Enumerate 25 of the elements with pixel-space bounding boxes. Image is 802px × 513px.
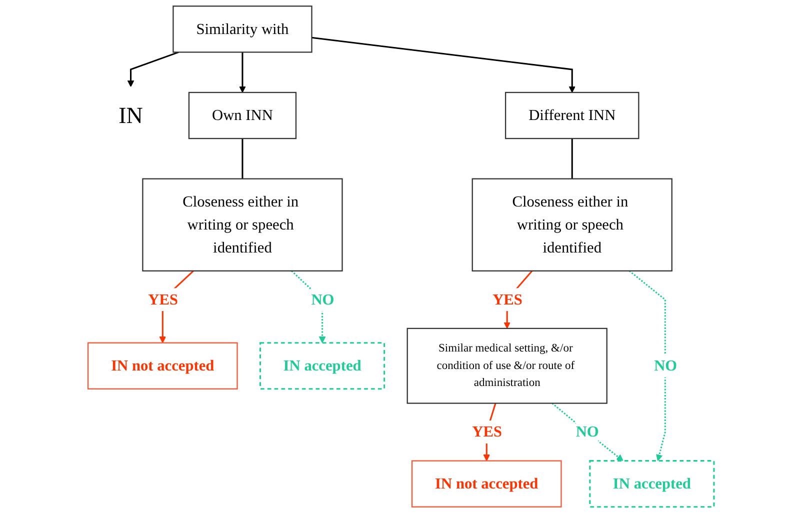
arrow bbox=[312, 36, 576, 93]
node-box: IN not accepted bbox=[87, 342, 238, 390]
edge-label: YES bbox=[472, 424, 502, 440]
node-text: IN bbox=[118, 102, 143, 128]
node-box: Different INN bbox=[504, 92, 640, 140]
connector bbox=[571, 138, 573, 179]
node-box: IN not accepted bbox=[411, 460, 562, 508]
connector bbox=[242, 138, 244, 179]
node-box: IN accepted bbox=[260, 342, 386, 390]
edge-label: YES bbox=[492, 291, 522, 308]
node-box: Similar medical setting, &/or condition of use &/or route of administration bbox=[406, 328, 608, 404]
node-box: Closeness either in writing or speech identified bbox=[142, 178, 343, 272]
edge-label: YES bbox=[148, 291, 178, 308]
arrow bbox=[628, 270, 666, 462]
node-box: Own INN bbox=[188, 92, 297, 140]
edge-label: NO bbox=[311, 291, 334, 308]
node-box: IN accepted bbox=[589, 460, 715, 508]
node-box: Closeness either in writing or speech identified bbox=[472, 178, 672, 272]
edge-label: NO bbox=[576, 424, 599, 440]
arrow bbox=[127, 51, 179, 88]
node-box: Similarity with bbox=[172, 6, 312, 53]
edge-label: NO bbox=[654, 357, 678, 374]
arrow bbox=[291, 270, 326, 344]
arrow bbox=[552, 402, 624, 462]
arrow bbox=[239, 52, 246, 93]
